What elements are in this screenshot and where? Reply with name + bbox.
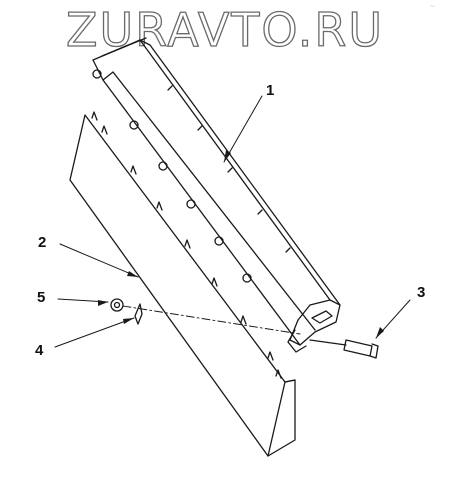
callout-2: 2 [38,234,47,251]
rail-profile [92,37,341,353]
panel-flap [69,114,296,457]
panel-clips [91,111,282,379]
callout-1: 1 [266,82,275,99]
callout-5: 5 [37,289,46,306]
corner-mark: ~ [430,2,435,11]
leader-lines [54,95,411,348]
assembly-axis [122,305,301,335]
watermark-logo: ZURAVTO.RU [65,2,384,57]
leader-arrowheads [98,150,384,338]
rail-screws [92,69,252,283]
nut [110,298,124,312]
callout-3: 3 [417,284,426,301]
bolt [309,339,379,359]
callout-4: 4 [35,342,44,359]
clip-pin [134,303,143,325]
